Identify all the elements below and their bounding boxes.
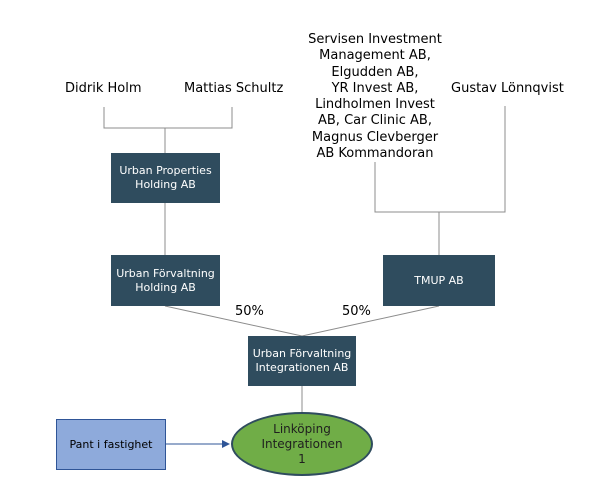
percentage-right: 50% <box>342 304 371 319</box>
owner-didrik-holm: Didrik Holm <box>65 81 142 96</box>
percentage-left: 50% <box>235 304 264 319</box>
owner-line: Management AB, <box>319 48 431 64</box>
line-tmup-to-integrationen <box>301 305 440 337</box>
box-urban-forvaltning-holding: Urban Förvaltning Holding AB <box>111 255 220 306</box>
box-urban-properties-holding: Urban Properties Holding AB <box>111 153 220 203</box>
box-pant-i-fastighet: Pant i fastighet <box>56 419 166 470</box>
box-urban-forvaltning-integrationen: Urban Förvaltning Integrationen AB <box>248 336 356 386</box>
owner-line: Magnus Clevberger <box>311 129 439 145</box>
owner-servisen-group: Servisen Investment Management AB, Elgud… <box>295 32 455 162</box>
owner-line: AB Kommandoran <box>316 146 434 162</box>
owner-line: YR Invest AB, <box>331 80 419 96</box>
owner-gustav-lonnqvist: Gustav Lönnqvist <box>451 81 564 96</box>
bracket-servisen-gustav <box>374 106 506 213</box>
owner-mattias-schultz: Mattias Schultz <box>184 81 284 96</box>
line-holding-to-integrationen <box>164 305 303 337</box>
box-tmup: TMUP AB <box>383 255 495 306</box>
owner-line: Elgudden AB, <box>331 64 419 80</box>
owner-line: AB, Car Clinic AB, <box>318 113 432 129</box>
ellipse-linkoping-integrationen: Linköping Integrationen 1 <box>231 412 373 476</box>
bracket-didrik-mattias <box>103 107 233 129</box>
owner-line: Servisen Investment <box>308 32 442 47</box>
owner-line: Lindholmen Invest <box>315 97 435 113</box>
